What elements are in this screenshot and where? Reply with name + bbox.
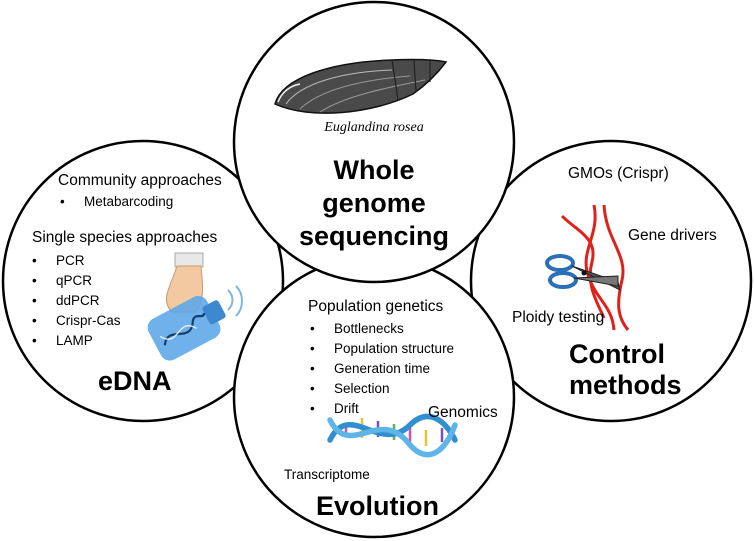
list-item: LAMP (30, 331, 121, 351)
list-item: Metabarcoding (58, 192, 173, 212)
control-methods-title-line2: methods (569, 370, 682, 400)
control-methods-title-line1: Control (569, 339, 665, 369)
population-genetics-list: Bottlenecks Population structure Generat… (308, 319, 454, 419)
dna-helix-icon (327, 413, 458, 458)
list-item: ddPCR (30, 291, 121, 311)
list-item: Selection (308, 379, 454, 399)
circle-whole-genome (232, 0, 516, 284)
edna-bottle-hand-icon (147, 252, 243, 361)
single-species-heading: Single species approaches (32, 229, 218, 246)
whole-genome-title-line2: genome (322, 188, 426, 218)
transcriptome-label: Transcriptome (284, 467, 370, 482)
list-item: Drift (308, 399, 454, 419)
single-species-list: PCR qPCR ddPCR Crispr-Cas LAMP (30, 251, 121, 351)
species-caption: Euglandina rosea (324, 120, 424, 135)
list-item: PCR (30, 251, 121, 271)
gene-drivers-label: Gene drivers (628, 227, 717, 244)
ploidy-testing-label: Ploidy testing (512, 309, 605, 326)
snail-shell-illustration (274, 58, 448, 114)
whole-genome-title-line3: sequencing (298, 221, 450, 251)
population-genetics-heading: Population genetics (308, 298, 444, 315)
whole-genome-title-line1: Whole (333, 155, 415, 185)
list-item: Crispr-Cas (30, 311, 121, 331)
list-item: Generation time (308, 359, 454, 379)
red-dna-strands-icon (560, 204, 630, 331)
list-item: qPCR (30, 271, 121, 291)
community-approaches-heading: Community approaches (58, 172, 222, 189)
community-approaches-list: Metabarcoding (58, 192, 173, 212)
list-item: Bottlenecks (308, 319, 454, 339)
edna-title: eDNA (98, 366, 172, 396)
scissors-icon (545, 254, 621, 291)
list-item: Population structure (308, 339, 454, 359)
genomics-label: Genomics (428, 404, 498, 421)
gmos-label: GMOs (Crispr) (568, 165, 669, 182)
evolution-title: Evolution (316, 491, 439, 521)
